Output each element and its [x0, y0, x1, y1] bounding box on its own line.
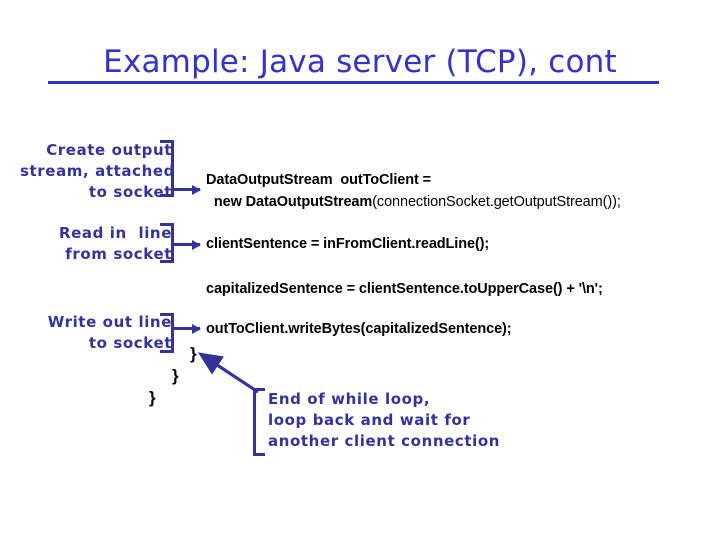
bracket-end-of-while-loop — [253, 388, 265, 456]
closing-brace-middle: } — [172, 366, 179, 385]
code-line-clientsentence-read: clientSentence = inFromClient.readLine()… — [206, 236, 490, 252]
bracket-write-out-line — [160, 313, 174, 353]
page-title: Example: Java server (TCP), cont — [103, 44, 617, 80]
code-regular-segment: (connectionSocket.getOutputStream()); — [372, 194, 621, 210]
arrow-write-out-line — [174, 327, 200, 330]
title-underline — [48, 81, 659, 84]
code-line-capitalizedsentence: capitalizedSentence = clientSentence.toU… — [206, 281, 603, 297]
annotation-read-in-line: Read in line from socket — [58, 224, 172, 263]
closing-brace-inner: } — [190, 344, 197, 363]
closing-brace-outer: } — [149, 388, 156, 407]
bracket-read-in-line — [160, 223, 174, 263]
bracket-create-output-stream — [160, 140, 174, 197]
code-line-dataoutputstream-decl: DataOutputStream outToClient = — [206, 172, 432, 188]
annotation-create-output-stream: Create output stream, attached to socket — [20, 141, 176, 201]
arrow-read-in-line — [174, 243, 200, 246]
arrow-create-output-stream — [174, 188, 200, 191]
code-line-dataoutputstream-new: new DataOutputStream(connectionSocket.ge… — [206, 194, 621, 210]
code-bold-segment: new DataOutputStream — [206, 194, 373, 210]
code-line-outtoclient-writebytes: outToClient.writeBytes(capitalizedSenten… — [206, 321, 512, 337]
annotation-write-out-line: Write out line to socket — [47, 313, 172, 352]
annotation-end-of-while-loop: End of while loop, loop back and wait fo… — [268, 390, 501, 450]
